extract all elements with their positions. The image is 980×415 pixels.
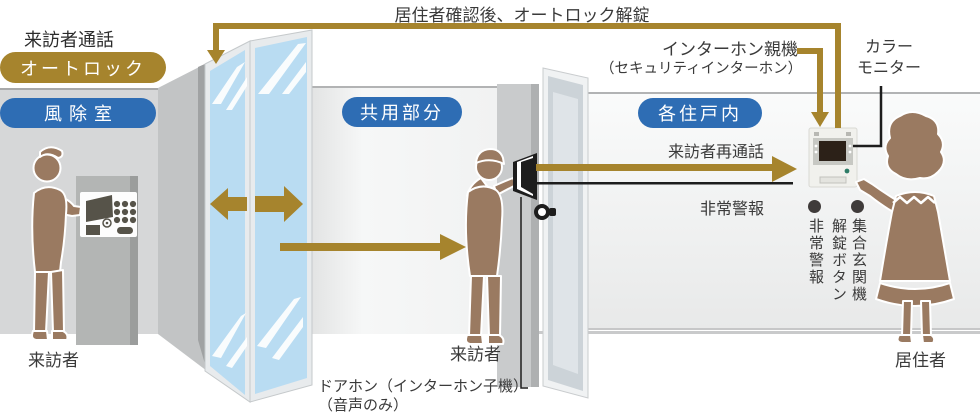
feature-unlock-col2: 解錠ボタン: [830, 218, 847, 303]
resident-silhouette: [855, 111, 955, 344]
unit-door: [542, 67, 589, 399]
door-open-left-arrow-icon: [210, 188, 247, 220]
flow-arrows: [207, 23, 883, 389]
feature-bullet-alarm: [808, 200, 821, 213]
visitor-door-label: 来訪者: [450, 345, 501, 364]
door-pillar: [497, 84, 539, 387]
sliding-doors: [204, 29, 313, 403]
top-flow-label: 居住者確認後、オートロック解錠: [394, 6, 650, 25]
color-monitor-label-line2: モニター: [856, 60, 921, 77]
feature-bullet-unlock: [851, 200, 864, 213]
revisit-label: 来訪者再通話: [667, 144, 764, 161]
entrance-panel-device: [76, 176, 138, 345]
doorphone-label-connector: [520, 197, 528, 389]
visitor-door-silhouette: [464, 148, 517, 345]
zone-badge-common: 共用部分: [342, 97, 462, 127]
intercom-parent-label: インターホン親機 （セキュリティインターホン）: [600, 39, 803, 78]
alarm-label: 非常警報: [699, 201, 764, 218]
intercom-master-device: [808, 127, 858, 188]
autolock-unlock-arrowhead-icon: [207, 50, 225, 64]
feature-unlock-col1: 集合玄関機: [850, 218, 867, 303]
intercom-parent-label-line2: （セキュリティインターホン）: [600, 61, 803, 77]
intercom-parent-connector: [797, 48, 823, 112]
doorphone-label-line2: （音声のみ）: [318, 397, 409, 414]
zone-badge-windbreak: 風除室: [0, 98, 156, 128]
autolock-unlock-line: [213, 23, 841, 128]
zone-badge-unit: 各住戸内: [638, 98, 762, 128]
revisit-arrow-icon: [536, 156, 797, 182]
doorphone-label-line1: ドアホン（インターホン子機）: [318, 378, 529, 395]
intercom-parent-arrowhead-icon: [811, 112, 829, 127]
color-monitor-label: カラー モニター: [843, 37, 935, 79]
monitor-connector: [853, 86, 883, 148]
door-knob-icon: [534, 204, 556, 220]
visitor-entrance-label: 来訪者: [28, 351, 79, 370]
glass-reflections: [212, 43, 306, 368]
alarm-line: [536, 182, 793, 185]
visitor-entrance-silhouette: [31, 146, 82, 341]
color-monitor-label-line1: カラー: [864, 39, 913, 56]
feature-alarm-col: 非常警報: [807, 218, 824, 286]
visitor-call-label: 来訪者通話: [24, 30, 114, 50]
doorphone-device: [513, 153, 537, 200]
intercom-parent-label-line1: インターホン親機: [662, 40, 798, 59]
resident-label: 居住者: [895, 351, 946, 370]
autolock-badge: オートロック: [0, 52, 166, 83]
doorphone-label: ドアホン（インターホン子機） （音声のみ）: [318, 377, 528, 415]
entry-arrow-icon: [280, 234, 466, 260]
door-open-right-arrow-icon: [255, 186, 303, 222]
